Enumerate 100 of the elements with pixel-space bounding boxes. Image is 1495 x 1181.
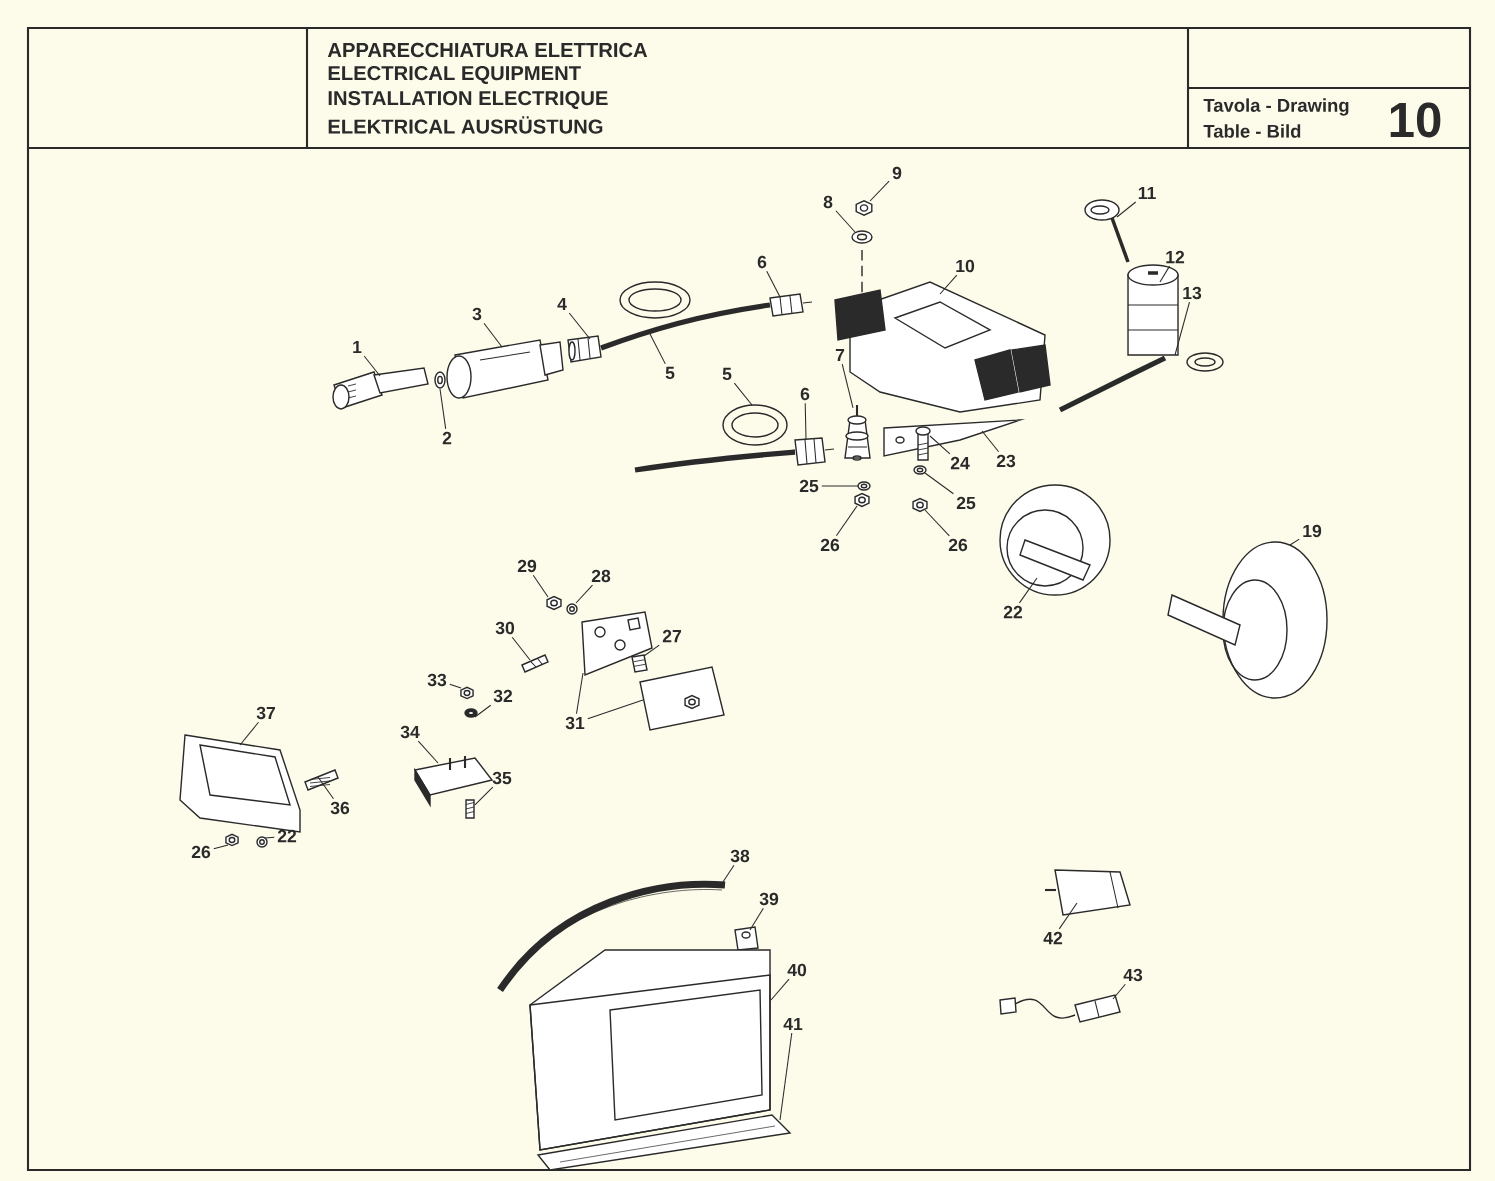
callout-number: 9 bbox=[892, 166, 902, 180]
callout-number: 7 bbox=[835, 348, 845, 362]
leader-line bbox=[575, 584, 593, 604]
leader-line bbox=[649, 333, 666, 365]
leader-line bbox=[449, 683, 462, 689]
leader-line bbox=[770, 978, 790, 1001]
leader-line bbox=[363, 355, 381, 377]
callout-number: 40 bbox=[787, 963, 807, 977]
callout-number: 2 bbox=[442, 431, 452, 445]
leader-line bbox=[1289, 538, 1300, 546]
washer-drawing bbox=[256, 836, 268, 848]
heading-text: ELEKTRICAL AUSRÜSTUNG bbox=[328, 116, 603, 134]
callout-number: 31 bbox=[565, 716, 585, 730]
callout-number: 25 bbox=[799, 479, 819, 493]
callout-number: 38 bbox=[730, 849, 750, 863]
leader-line bbox=[264, 836, 275, 839]
callout-number: 13 bbox=[1183, 286, 1202, 300]
callout-number: 43 bbox=[1123, 968, 1143, 982]
bolt-drawing bbox=[304, 769, 339, 791]
callout-number: 6 bbox=[800, 387, 810, 401]
callout-number: 5 bbox=[722, 367, 732, 381]
plug-cap-drawing bbox=[446, 339, 564, 399]
washer-drawing bbox=[464, 708, 478, 718]
table-caption: Table - Bild bbox=[1203, 124, 1301, 138]
leader-line bbox=[804, 402, 807, 440]
heading-text: ELECTRICAL EQUIPMENT bbox=[328, 65, 581, 85]
heading-text: APPARECCHIATURA ELETTRICA bbox=[327, 42, 648, 58]
leader-line bbox=[841, 363, 854, 409]
nut-drawing bbox=[855, 200, 873, 216]
screw-drawing bbox=[465, 799, 475, 819]
connector-drawing bbox=[794, 437, 835, 466]
leader-line bbox=[835, 210, 856, 233]
callout-number: 6 bbox=[757, 255, 767, 269]
leader-line bbox=[924, 509, 950, 537]
leader-line bbox=[213, 844, 229, 850]
strap-drawing bbox=[497, 880, 726, 993]
callout-number: 35 bbox=[492, 771, 512, 785]
pressure-switch-drawing bbox=[999, 994, 1121, 1023]
leader-line bbox=[779, 1032, 793, 1121]
leader-line bbox=[317, 776, 334, 800]
cable-drawing bbox=[634, 404, 796, 473]
regulator-cover-drawing bbox=[639, 666, 725, 731]
leader-line bbox=[835, 505, 858, 537]
callout-number: 22 bbox=[1003, 605, 1023, 619]
callout-number: 26 bbox=[948, 538, 968, 552]
callout-number: 4 bbox=[557, 297, 567, 311]
callout-number: 1 bbox=[353, 340, 362, 354]
leader-line bbox=[733, 382, 753, 406]
key-drawing bbox=[1084, 199, 1130, 263]
nut-drawing bbox=[225, 833, 239, 847]
callout-number: 26 bbox=[820, 538, 840, 552]
leader-line bbox=[575, 672, 584, 715]
callout-number: 24 bbox=[950, 456, 970, 470]
callout-number: 10 bbox=[956, 259, 975, 273]
ignition-unit-drawing bbox=[834, 281, 1051, 413]
switch-drawing bbox=[1045, 869, 1131, 916]
nut-drawing bbox=[912, 497, 928, 513]
leader-line bbox=[929, 435, 951, 455]
callout-number: 30 bbox=[495, 621, 515, 635]
leader-line bbox=[718, 864, 735, 889]
washer-drawing bbox=[913, 465, 927, 475]
connector-drawing bbox=[769, 293, 813, 317]
cable-drawing bbox=[600, 281, 771, 351]
callout-number: 33 bbox=[427, 673, 447, 687]
leader-line bbox=[474, 704, 492, 718]
callout-number: 11 bbox=[1138, 186, 1156, 200]
callout-number: 27 bbox=[662, 629, 681, 643]
nut-drawing bbox=[460, 686, 474, 700]
leader-line bbox=[1174, 301, 1190, 356]
leader-line bbox=[1058, 902, 1078, 930]
callout-number: 42 bbox=[1043, 931, 1063, 945]
washer-drawing bbox=[566, 603, 578, 615]
table-number: 10 bbox=[1390, 102, 1441, 138]
callout-number: 8 bbox=[823, 195, 833, 209]
heading-text: INSTALLATION ELECTRIQUE bbox=[328, 90, 608, 110]
leader-line bbox=[1112, 983, 1126, 1000]
leader-line bbox=[939, 274, 958, 295]
leader-line bbox=[239, 721, 260, 746]
bolt-drawing bbox=[915, 426, 931, 461]
callout-number: 19 bbox=[1303, 524, 1322, 538]
callout-number: 25 bbox=[956, 496, 976, 510]
callout-number: 39 bbox=[759, 892, 779, 906]
leader-line bbox=[981, 430, 1000, 453]
washer-drawing bbox=[434, 371, 446, 389]
fuse-drawing bbox=[521, 654, 549, 673]
callout-number: 5 bbox=[665, 366, 675, 380]
wire-drawing bbox=[1058, 352, 1224, 413]
leader-line bbox=[869, 180, 890, 202]
washer-drawing bbox=[857, 481, 871, 491]
horn-drawing bbox=[1167, 541, 1328, 699]
washer-drawing bbox=[851, 230, 873, 244]
leader-line bbox=[766, 270, 781, 298]
callout-number: 26 bbox=[191, 845, 211, 859]
callout-number: 12 bbox=[1166, 250, 1185, 264]
callout-number: 32 bbox=[493, 689, 513, 703]
leader-line bbox=[1018, 577, 1038, 604]
leader-line bbox=[749, 907, 764, 931]
callout-number: 3 bbox=[472, 307, 482, 321]
spark-plug-drawing bbox=[332, 367, 429, 410]
nut-drawing bbox=[854, 492, 870, 508]
